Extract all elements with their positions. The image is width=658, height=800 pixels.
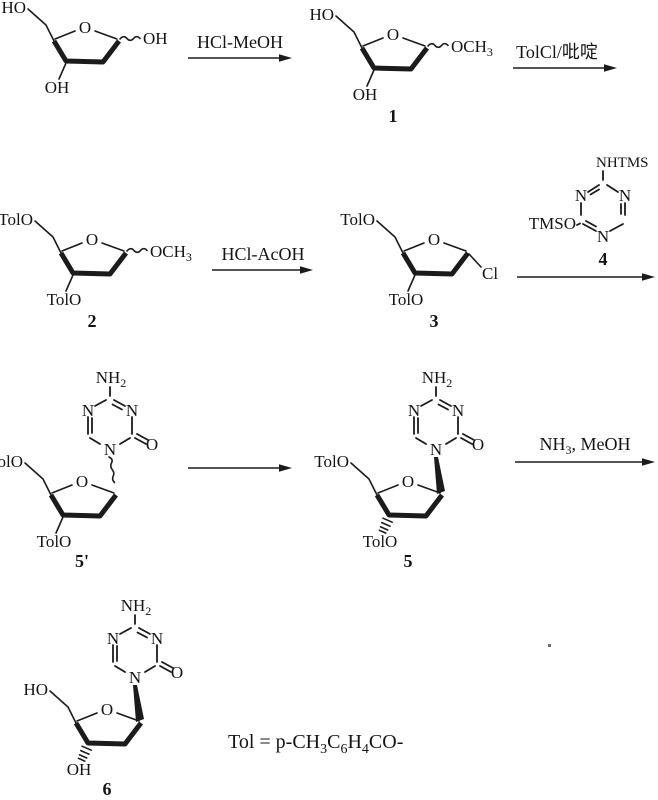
- atom-label-tmso: TMSO: [529, 214, 576, 233]
- atom-label-5-tolo: TolO: [314, 452, 349, 471]
- atom-label-och3: OCH3: [451, 37, 493, 59]
- atom-label-och3: OCH3: [150, 242, 192, 264]
- reagent-label-nh3-meoh: NH3, MeOH: [540, 434, 631, 457]
- reagent-label-hcl-acoh: HCl-AcOH: [222, 244, 305, 264]
- compound-number-1: 1: [389, 106, 398, 126]
- atom-label-3-tolo: TolO: [37, 532, 72, 551]
- bond-3-oh: [366, 69, 375, 87]
- reaction-arrow-2: TolCl/吡啶: [513, 42, 617, 72]
- tol-h: H: [347, 731, 362, 753]
- triazine-ring: [576, 170, 626, 232]
- tol-sub-4: 4: [361, 742, 369, 757]
- atom-label-ring-o: O: [86, 230, 98, 249]
- atom-label-5-tolo: TolO: [0, 210, 33, 229]
- atom-label-ring-o: O: [101, 700, 113, 719]
- reaction-arrow-5: [188, 464, 292, 472]
- atom-label-carbonyl-o: O: [472, 435, 484, 454]
- atom-label-n-upper-left: N: [82, 401, 94, 420]
- atom-label-ring-o: O: [428, 230, 440, 249]
- bond-anomeric-cl: [468, 253, 482, 268]
- atom-label-ring-o: O: [402, 472, 414, 491]
- wavy-glycosidic-bond: [108, 456, 116, 484]
- wavy-bond-anomeric: [427, 42, 449, 49]
- compound-6: NH2 N N N O HO O OH 6: [23, 596, 183, 799]
- hashed-bond-3-otol: [378, 517, 393, 534]
- reaction-arrow-1: HCl-MeOH: [188, 32, 292, 62]
- tol-definition: Tol = p-CH3C6H4CO-: [228, 731, 403, 758]
- hashed-bond-3-oh: [77, 745, 92, 762]
- atom-label-3-tolo: TolO: [389, 290, 424, 309]
- compound-4: NHTMS TMSO N N N 4: [529, 155, 649, 269]
- reaction-arrow-3: HCl-AcOH: [212, 244, 313, 274]
- tol-c: C: [327, 731, 341, 753]
- atom-label-n-upper-right: N: [126, 401, 138, 420]
- atom-label-carbonyl-o: O: [146, 435, 158, 454]
- atom-label-3-oh: OH: [353, 85, 378, 104]
- atom-label-5-ho: HO: [23, 680, 48, 699]
- atom-label-ho: HO: [1, 0, 26, 17]
- atom-label-n-bottom: N: [597, 227, 609, 246]
- atom-label-n1: N: [104, 440, 116, 459]
- bond-3-otol: [65, 274, 74, 292]
- atom-label-3-tolo: TolO: [363, 532, 398, 551]
- compound-5: NH2 N N N O TolO O TolO 5: [314, 368, 484, 571]
- atom-label-ring-o: O: [76, 472, 88, 491]
- atom-label-anomeric-oh: OH: [143, 29, 168, 48]
- reagent-label-hcl-meoh: HCl-MeOH: [197, 32, 283, 52]
- compound-number-5: 5: [404, 551, 413, 571]
- atom-label-n-upper-left: N: [575, 186, 587, 205]
- atom-label-n1: N: [430, 440, 442, 459]
- atom-label-n-upper-left: N: [408, 401, 420, 420]
- atom-label-n-upper-right: N: [151, 629, 163, 648]
- atom-label-n-upper-left: N: [107, 629, 119, 648]
- tol-sub-6: 6: [340, 742, 348, 757]
- reagent-label-tolcl-pyridine: TolCl/吡啶: [516, 42, 598, 62]
- compound-3: TolO O Cl TolO 3: [340, 210, 498, 331]
- atom-label-n-upper-right: N: [619, 186, 631, 205]
- atom-label-5-tolo: TolO: [340, 210, 375, 229]
- atom-label-nh2: NH2: [96, 368, 127, 390]
- compound-number-2: 2: [88, 311, 97, 331]
- compound-start-deoxyribose: HO O OH OH: [1, 0, 168, 97]
- atom-label-nh2: NH2: [121, 596, 152, 618]
- artifact-dot: [548, 644, 551, 647]
- atom-label-3-oh: OH: [45, 78, 70, 97]
- atom-label-3-tolo: TolO: [47, 290, 82, 309]
- atom-label-cl: Cl: [482, 264, 498, 283]
- atom-label-nh2: NH2: [422, 368, 453, 390]
- atom-label-ring-o: O: [387, 25, 399, 44]
- compound-number-6: 6: [103, 779, 112, 799]
- wavy-bond-anomeric: [126, 247, 148, 254]
- atom-label-carbonyl-o: O: [171, 663, 183, 682]
- compound-number-5-prime: 5': [75, 551, 89, 571]
- atom-label-nhtms: NHTMS: [596, 155, 649, 171]
- compound-5-prime: NH2 N N N O TolO O TolO 5': [0, 368, 158, 571]
- compound-2: TolO O OCH3 TolO 2: [0, 210, 192, 331]
- reaction-arrow-6: NH3, MeOH: [515, 434, 655, 466]
- atom-label-n-upper-right: N: [452, 401, 464, 420]
- atom-label-3-oh: OH: [67, 760, 92, 779]
- atom-label-ho: HO: [309, 5, 334, 24]
- compound-number-3: 3: [430, 311, 439, 331]
- reaction-arrow-4: [517, 273, 655, 281]
- atom-label-n1: N: [129, 668, 141, 687]
- tol-co: CO-: [368, 731, 404, 753]
- compound-1: HO O OCH3 OH 1: [309, 5, 493, 126]
- tol-definition-text: Tol = p-CH: [228, 731, 321, 753]
- atom-label-ring-o: O: [79, 18, 91, 37]
- atom-label-5-tolo: TolO: [0, 452, 23, 471]
- bond-3-oh: [58, 62, 67, 80]
- bond-3-otol: [55, 516, 64, 534]
- bond-3-otol: [407, 274, 416, 292]
- compound-number-4: 4: [599, 249, 608, 269]
- wedge-glycosidic-bond: [133, 685, 144, 722]
- wavy-bond-anomeric: [119, 35, 141, 42]
- wedge-glycosidic-bond: [434, 457, 445, 494]
- tol-sub-3: 3: [320, 742, 328, 757]
